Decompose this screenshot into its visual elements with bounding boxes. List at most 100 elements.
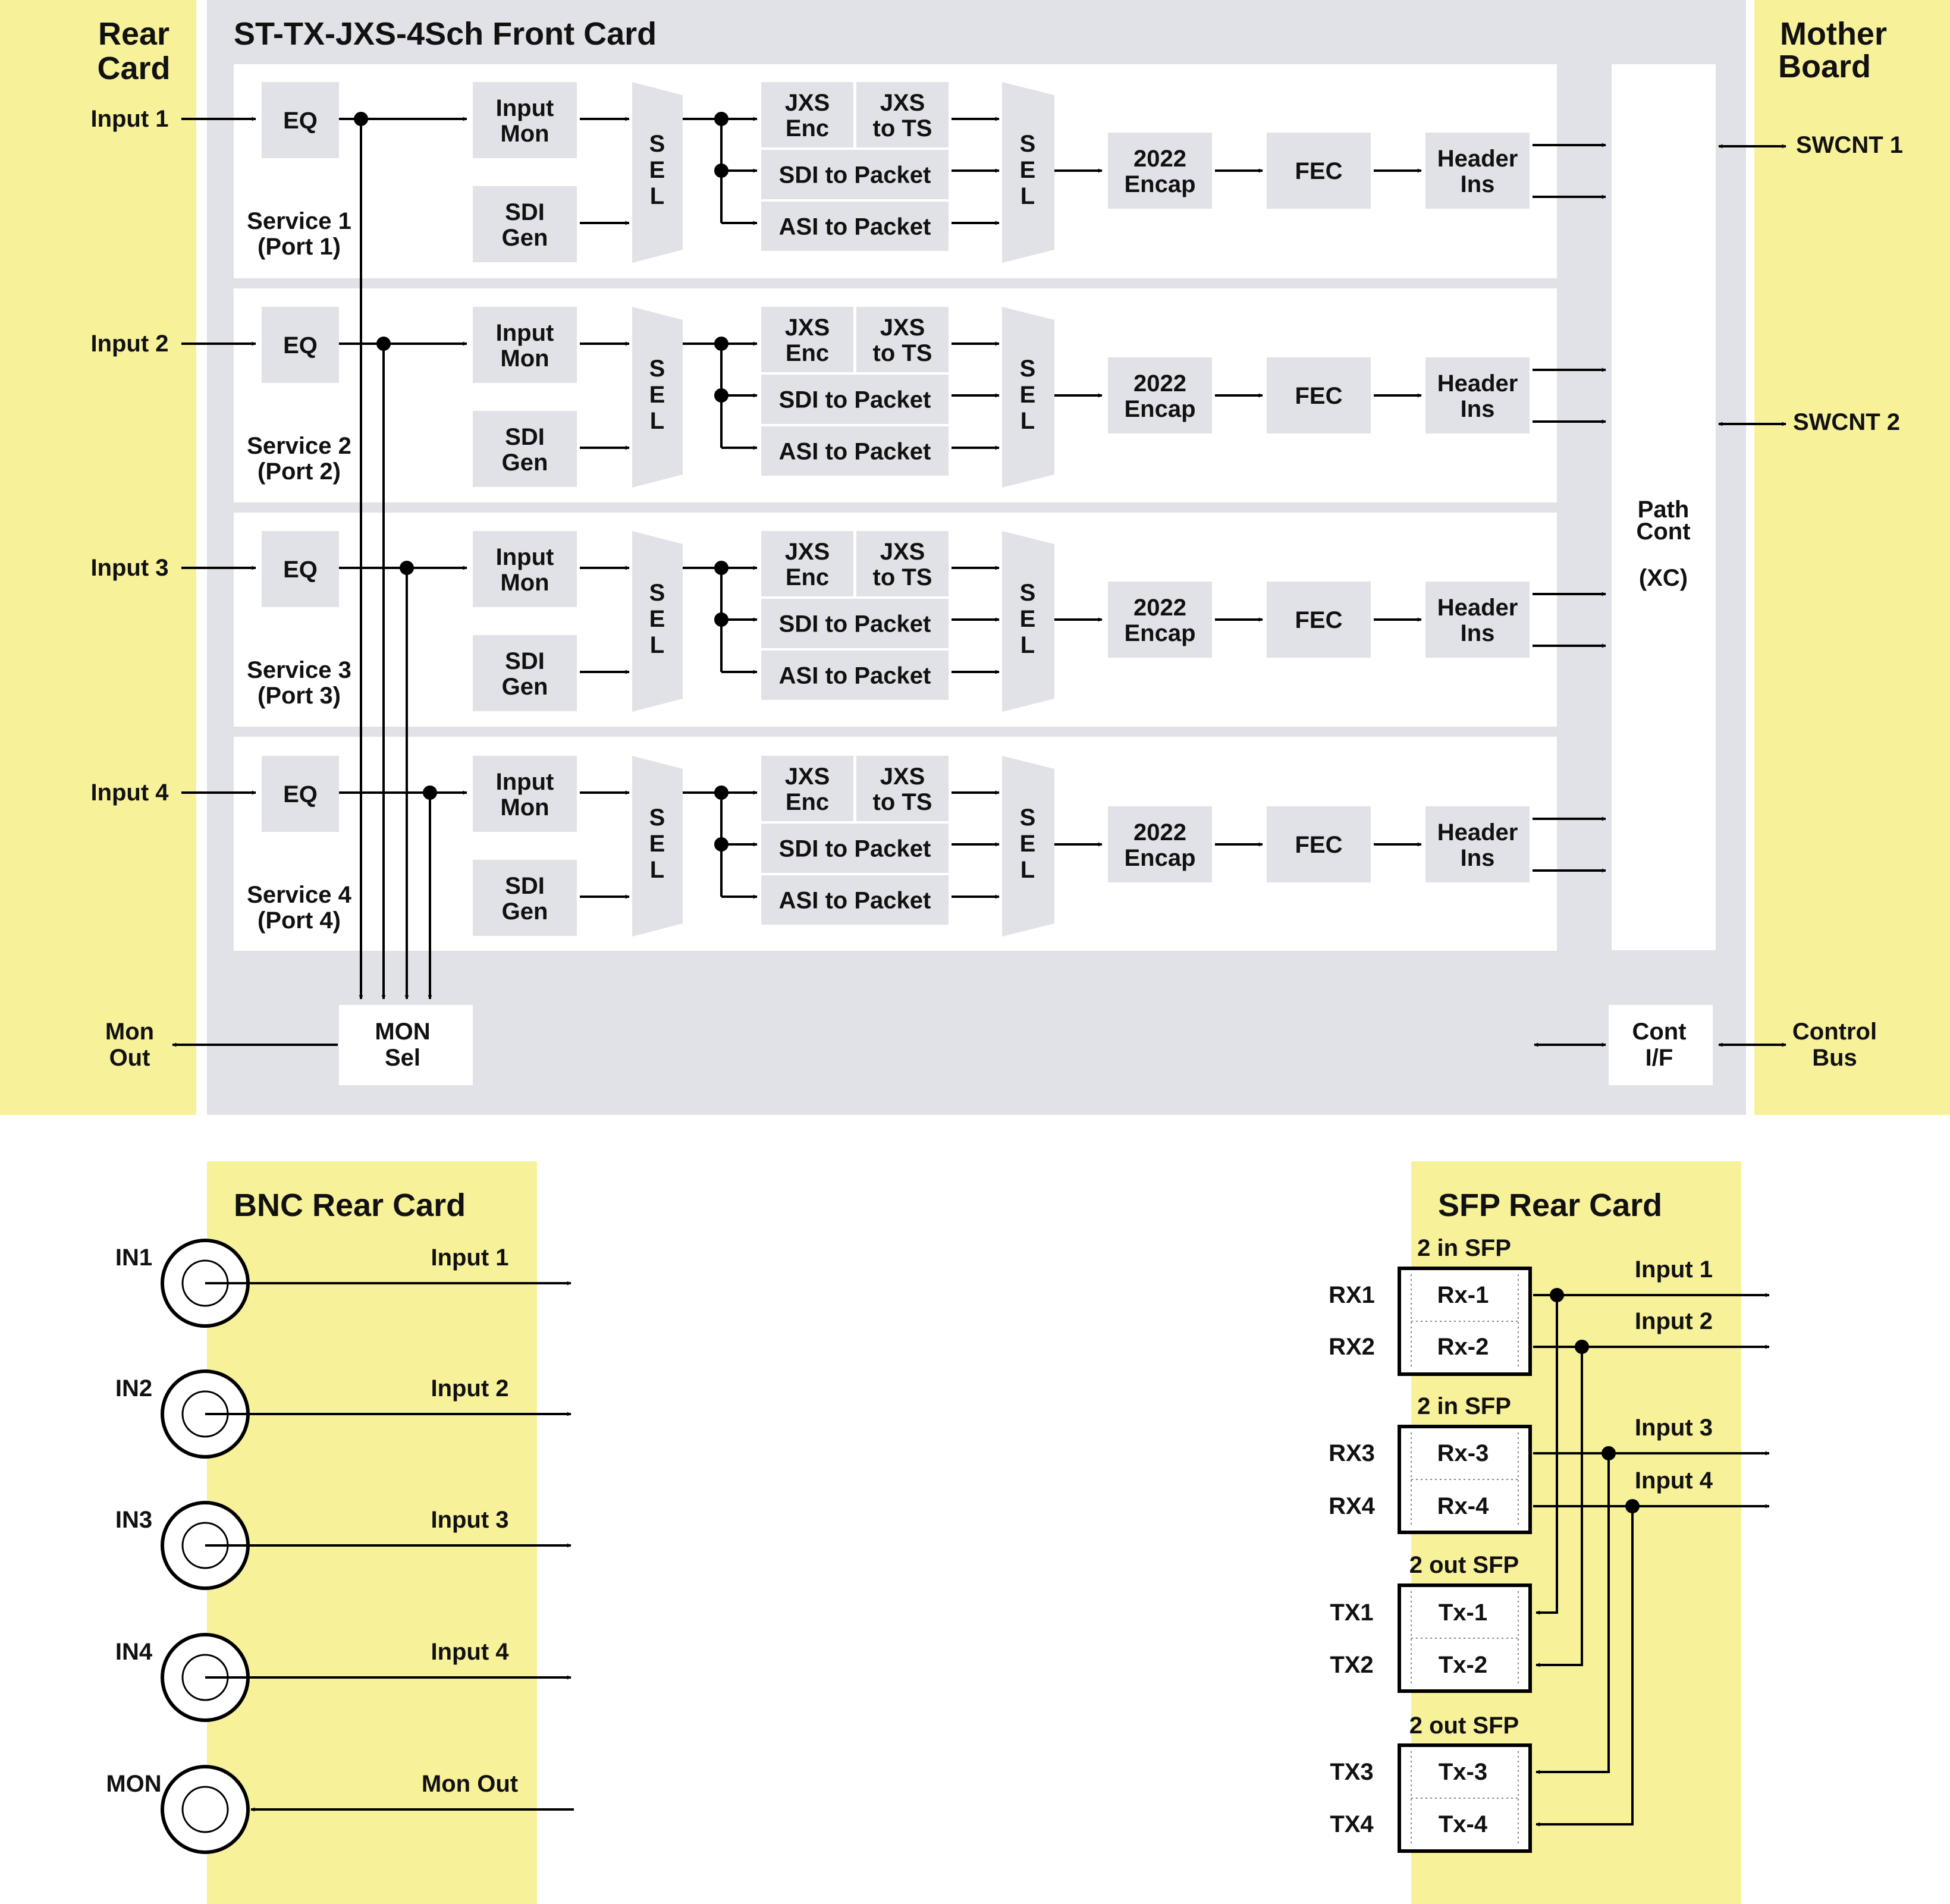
service-4-fec-bg [1267, 806, 1371, 882]
bnc-port-in1-name: IN1 [115, 1245, 152, 1271]
service-3-encap-label-1: 2022 [1133, 595, 1186, 621]
service-1-jxs-enc-label-1: JXS [785, 90, 830, 116]
service-3-asi-to-packet-bg [761, 651, 949, 700]
service-1-name: Service 1 [247, 208, 351, 234]
service-3-jxs-to-ts-label-2: to TS [873, 564, 932, 590]
service-3-header-ins-label-2: Ins [1461, 620, 1495, 646]
service-1-jxs-to-ts-label-1: JXS [880, 90, 925, 116]
service-2-jxs-enc-bg [761, 307, 853, 372]
service-1-input-mon-label-1: Input [496, 95, 554, 121]
service-4-sel-1 [632, 756, 683, 937]
sfp-module-3-port-tx2-name: TX2 [1330, 1652, 1373, 1678]
service-4-jxs-enc-label-2: Enc [786, 789, 829, 815]
bnc-port-in1: IN1 Input 1 [115, 1239, 572, 1328]
service-2-sel-1 [632, 307, 683, 488]
service-3-sel-1-letter-3: L [650, 632, 664, 658]
service-2-encap-bg [1108, 357, 1212, 433]
service-3-sel-2-letter-1: S [1020, 580, 1036, 606]
service-1-sel-1 [632, 82, 683, 263]
service-1-sel-2-letter-1: S [1020, 131, 1036, 157]
bnc-port-in1-label: Input 1 [431, 1245, 508, 1271]
service-3-encap-bg [1108, 582, 1212, 658]
service-3-jxs-enc-label-2: Enc [786, 564, 829, 590]
service-3-header-ins-label-1: Header [1437, 595, 1518, 621]
service-3-sel-1-letter-2: E [649, 606, 665, 632]
sfp-output-4-loop-to-tx [1535, 1506, 1634, 1827]
service-2-eq-bg [262, 307, 339, 383]
service-4-fec: FEC [1267, 806, 1371, 882]
service-4-sel-2-letter-1: S [1020, 805, 1036, 831]
service-2-sel-2-letter-1: S [1020, 356, 1036, 382]
service-4-sel-1-letter-3: L [650, 857, 664, 883]
cont-if-box [1609, 1005, 1713, 1085]
bnc-port-mon-label: Mon Out [422, 1771, 518, 1797]
bnc-port-in4-label: Input 4 [431, 1639, 509, 1665]
mon-sel-label: MON [375, 1019, 430, 1045]
sfp-module-2-port-rx4-label: Rx-4 [1437, 1493, 1489, 1519]
sfp-module-2-caption: 2 in SFP [1417, 1393, 1511, 1419]
mon-sel-label-2: Sel [385, 1045, 420, 1071]
service-3-jxs-enc-bg [761, 531, 853, 596]
service-2-header-ins-bg [1425, 357, 1530, 433]
bnc-port-in2-label: Input 2 [431, 1375, 508, 1402]
service-1-asi-to-packet: ASI to Packet [761, 202, 949, 251]
service-4-input-mon-label-1: Input [496, 769, 554, 795]
sfp-module-1-port-rx2-name: RX2 [1329, 1334, 1375, 1360]
service-1-sdi-to-packet-bg [761, 150, 949, 199]
service-4-jxs-enc-label-1: JXS [785, 764, 830, 790]
service-1-sdi-gen-bg [473, 186, 577, 262]
sfp-module-3-port-tx1-name: TX1 [1330, 1600, 1373, 1626]
sfp-module-4-port-tx3-label: Tx-3 [1439, 1759, 1487, 1785]
service-4-encap-label-2: Encap [1124, 845, 1195, 871]
swcnt2-label: SWCNT 2 [1793, 409, 1900, 435]
rear-card-label: Rear [98, 16, 169, 52]
rear-card-label-2: Card [97, 51, 170, 86]
service-4-name: Service 4 [247, 882, 351, 908]
service-1-sdi-to-packet: SDI to Packet [761, 150, 949, 199]
service-3-eq: EQ [262, 531, 339, 607]
service-4-sel-1-letter-1: S [649, 805, 665, 831]
sfp-output-2-label: Input 2 [1635, 1308, 1713, 1334]
service-1-input-mon-bg [473, 82, 577, 158]
service-3-fec-label: FEC [1295, 607, 1343, 633]
sfp-module-4-port-tx4-label: Tx-4 [1439, 1811, 1488, 1837]
sfp-module-3-caption: 2 out SFP [1409, 1552, 1519, 1578]
service-1-fec-label: FEC [1295, 158, 1343, 184]
service-4-sdi-to-packet-label: SDI to Packet [779, 836, 931, 862]
bnc-port-in3-label: Input 3 [431, 1507, 508, 1533]
service-2-jxs-to-ts-label-1: JXS [880, 315, 925, 341]
service-3-port: (Port 3) [258, 683, 341, 709]
service-2-jxs-to-ts-bg [856, 307, 949, 372]
service-2-sel-1-letter-2: E [649, 382, 665, 408]
service-3-sdi-gen-label-2: Gen [502, 674, 548, 700]
service-2-fec-label: FEC [1295, 383, 1343, 409]
service-2-sel-1-letter-1: S [649, 356, 665, 382]
service-4-eq: EQ [262, 756, 339, 832]
service-2-sdi-gen-bg [473, 411, 577, 487]
service-1-header-ins-label-1: Header [1437, 146, 1518, 172]
service-4-sdi-to-packet: SDI to Packet [761, 824, 949, 873]
service-3-sdi-to-packet-bg [761, 599, 949, 648]
control-bus-label: Control [1792, 1019, 1877, 1045]
service-1-jxs-to-ts-bg [856, 82, 949, 147]
bnc-port-in4-name: IN4 [115, 1639, 153, 1665]
path-cont-label-2: Cont [1636, 519, 1690, 545]
service-4-jxs-to-ts-label-2: to TS [873, 789, 932, 815]
service-4-port: (Port 4) [258, 907, 341, 934]
service-4-eq-label: EQ [283, 781, 318, 808]
service-4-sdi-gen-label-2: Gen [502, 898, 548, 925]
